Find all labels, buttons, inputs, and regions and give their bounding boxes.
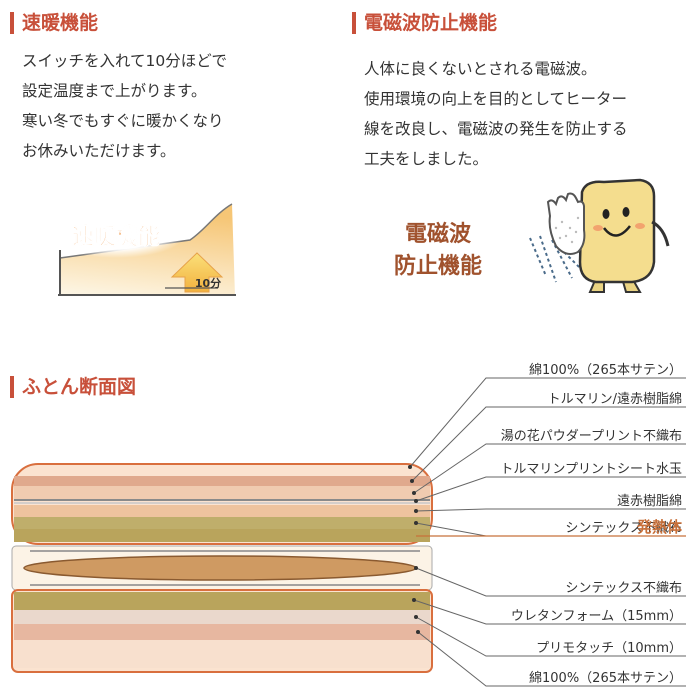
badge-glow <box>48 214 184 258</box>
leader-dot <box>408 465 412 469</box>
emf-title: 電磁波防止機能 <box>352 12 497 34</box>
leader-dot <box>410 479 414 483</box>
cross-section-title: ふとん断面図 <box>10 376 136 398</box>
emf-description: 人体に良くないとされる電磁波。 使用環境の向上を目的としてヒーター 線を改良し、… <box>364 54 628 174</box>
leader-line <box>409 377 686 468</box>
leader-dot <box>414 509 418 513</box>
layer-label: シンテックス不織布 <box>565 521 682 536</box>
quick-heat-line: お休みいただけます。 <box>22 142 176 160</box>
leader-line <box>413 443 686 494</box>
quick-heat-description: スイッチを入れて10分ほどで 設定温度まで上がります。 寒い冬でもすぐに暖かくな… <box>22 46 227 166</box>
emf-line: 線を改良し、電磁波の発生を防止する <box>364 120 628 138</box>
emf-badge-line: 電磁波 <box>405 221 472 247</box>
lower-futon <box>11 589 433 673</box>
leader-dot <box>414 499 418 503</box>
leader-dot <box>414 615 418 619</box>
timeline-label: 10分 <box>195 276 221 290</box>
layer-label: トルマリンプリントシート水玉 <box>500 462 682 477</box>
quick-heat-title: 速暖機能 <box>10 12 98 34</box>
layer-labels: 綿100%（265本サテン） トルマリン/遠赤樹脂綿湯の花パウダープリント不織布ト… <box>408 363 686 687</box>
layer-band <box>14 486 430 500</box>
emf-illustration: 電磁波 防止機能 <box>394 178 670 293</box>
layer-label: 遠赤樹脂綿 <box>617 494 682 509</box>
leader-line <box>415 616 686 657</box>
quick-heat-line: 寒い冬でもすぐに暖かくなり <box>22 112 224 130</box>
layer-label: ウレタンフォーム（15mm） <box>511 609 682 624</box>
leader-line <box>417 631 686 687</box>
leader-dot <box>416 630 420 634</box>
leader-line <box>415 508 686 512</box>
layer-label: 綿100%（265本サテン） <box>529 363 682 378</box>
layer-band <box>14 517 430 529</box>
heating-element <box>23 555 417 581</box>
leader-line <box>415 567 686 597</box>
layer-label: トルマリン/遠赤樹脂綿 <box>548 392 682 407</box>
emf-line: 工夫をしました。 <box>364 150 489 168</box>
layer-band <box>14 624 430 640</box>
quick-heat-illustration: 速暖機能 10分 <box>48 203 236 296</box>
leader-line <box>411 406 686 482</box>
leader-line <box>413 599 686 625</box>
mascot-icon <box>546 178 670 293</box>
layer-band <box>14 610 430 624</box>
layer-label: シンテックス不織布 <box>565 581 682 596</box>
layer-label: 綿100%（265本サテン） <box>529 671 682 686</box>
layer-label: 湯の花パウダープリント不織布 <box>501 428 682 444</box>
leader-dot <box>414 521 418 525</box>
heating-element-label: 発熱体 <box>636 518 683 536</box>
layer-band <box>14 640 430 668</box>
emf-line: 人体に良くないとされる電磁波。 <box>364 60 597 78</box>
heat-up-arrow-icon <box>170 252 224 293</box>
futon-cross-section <box>11 463 433 673</box>
quick-heat-line: 設定温度まで上がります。 <box>22 82 207 100</box>
layer-band <box>14 505 430 517</box>
upper-futon <box>11 463 433 545</box>
quick-heat-badge: 速暖機能 <box>72 224 160 250</box>
emf-line: 使用環境の向上を目的としてヒーター <box>364 90 628 108</box>
layer-label: プリモタッチ（10mm） <box>536 641 682 656</box>
layer-band <box>14 476 430 486</box>
layer-band <box>14 592 430 610</box>
leader-line <box>415 476 686 502</box>
emf-badge-line: 防止機能 <box>394 253 482 279</box>
leader-dot <box>412 491 416 495</box>
layer-band <box>14 529 430 542</box>
quick-heat-line: スイッチを入れて10分ほどで <box>22 52 227 70</box>
leader-dot <box>412 598 416 602</box>
leader-dot <box>414 566 418 570</box>
warmth-curve <box>59 203 233 259</box>
heater-layer <box>11 545 433 591</box>
